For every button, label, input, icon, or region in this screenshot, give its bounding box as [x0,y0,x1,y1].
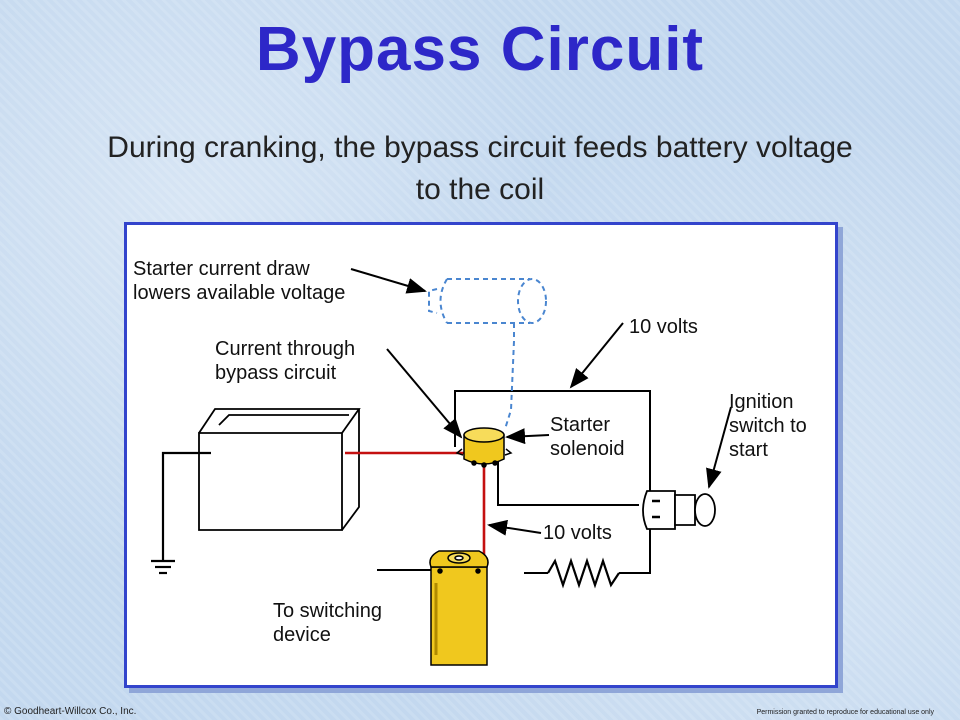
starter-motor [428,278,547,430]
bypass-wire [345,451,486,567]
label-10-volts-bottom: 10 volts [543,522,612,544]
label-10-volts-top: 10 volts [629,316,698,338]
label-ignition-switch: Ignition switch to start [729,391,807,461]
ground-wire [151,451,211,575]
label-starter-solenoid: Starter solenoid [550,414,625,460]
diagram-panel: Starter current draw lowers available vo… [124,222,838,688]
copyright-text: © Goodheart-Willcox Co., Inc. [4,706,137,717]
battery [198,408,361,531]
label-current-bypass: Current through bypass circuit [215,338,356,384]
circuit-diagram [151,268,732,666]
leader-arrows [350,268,732,536]
label-starter-draw: Starter current draw lowers available vo… [133,258,346,304]
permission-text: Permission granted to reproduce for educ… [756,709,934,716]
resistor [547,557,620,589]
slide-subtitle: During cranking, the bypass circuit feed… [107,131,853,206]
slide-title: Bypass Circuit [255,15,705,84]
ignition-coil [429,550,489,666]
starter-solenoid-shape [455,427,513,468]
ignition-switch [642,490,716,530]
label-switching-device: To switching device [273,600,382,646]
